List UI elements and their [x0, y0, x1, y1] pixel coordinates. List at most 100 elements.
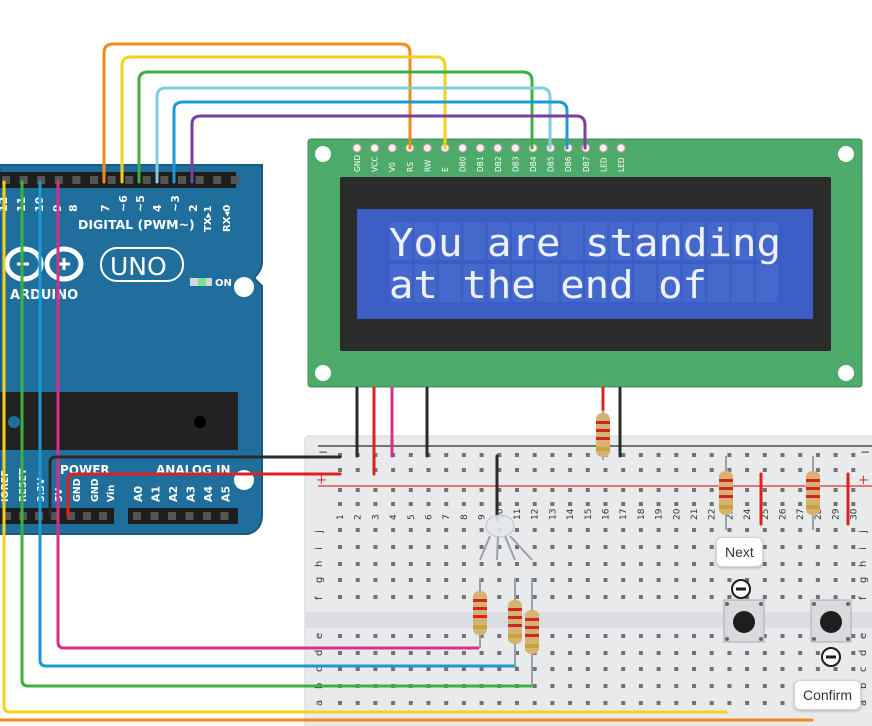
- row-label: g: [314, 577, 325, 583]
- uno-badge: [100, 247, 184, 282]
- breadboard-holes: [338, 453, 856, 705]
- lcd-line-1: You are standing: [389, 221, 781, 265]
- rail-minus-label: −: [318, 445, 328, 459]
- wire-pin11-green[interactable]: [20, 180, 534, 688]
- lcd-pin-label: DB4: [529, 156, 538, 172]
- column-number: 9: [478, 514, 488, 520]
- pushbutton-next[interactable]: [723, 579, 765, 643]
- wire-rs-orange[interactable]: [102, 42, 412, 184]
- column-number: 21: [690, 509, 700, 520]
- column-number: 1: [336, 514, 346, 520]
- analog-pin-label: A1: [150, 486, 163, 502]
- column-number: 27: [796, 509, 806, 520]
- row-label: f: [858, 596, 869, 600]
- analog-pin-label: A0: [132, 485, 145, 502]
- wire-5v-red[interactable]: [66, 472, 342, 518]
- lcd-pin-label: VCC: [371, 156, 380, 172]
- on-led: [198, 278, 206, 286]
- digital-pwm-label: DIGITAL (PWM~): [78, 217, 195, 232]
- digital-pin-number: ~3: [169, 195, 182, 212]
- resistors[interactable]: [473, 410, 820, 686]
- column-number: 3: [371, 514, 381, 520]
- row-label: g: [858, 577, 869, 583]
- column-number: 8: [460, 514, 470, 520]
- resistor-button-next[interactable]: [719, 456, 733, 530]
- resistor-button-confirm[interactable]: [806, 456, 820, 530]
- lcd-pin-label: DB7: [582, 156, 591, 172]
- resistor-rgb-red[interactable]: [473, 578, 487, 648]
- wire-db5-lightblue[interactable]: [155, 86, 552, 184]
- digital-pin-number: 4: [151, 204, 164, 212]
- lcd-pin-label: GND: [353, 155, 362, 172]
- lcd-pin-label: DB2: [494, 156, 503, 172]
- wire-pin10-blue[interactable]: [38, 180, 517, 668]
- lcd-pin-label: DB6: [564, 156, 573, 172]
- lcd-character-cells: [390, 222, 778, 302]
- column-number: 17: [619, 509, 629, 520]
- wire-gnd-black[interactable]: [48, 455, 342, 518]
- row-label: j: [314, 530, 325, 534]
- column-number: 24: [743, 508, 753, 520]
- row-label: j: [858, 530, 869, 534]
- lcd-pin-label: RS: [406, 162, 415, 172]
- wire-e-yellow[interactable]: [120, 55, 447, 184]
- lcd-pin-label: DB0: [459, 156, 468, 172]
- chip-notch: [8, 416, 20, 428]
- row-label: h: [314, 561, 325, 567]
- column-number: 10: [495, 508, 505, 520]
- row-label: i: [858, 547, 869, 550]
- wire-pin9-pink[interactable]: [56, 180, 480, 650]
- pushbutton-confirm[interactable]: [810, 599, 852, 667]
- digital-pin-number: ~6: [117, 195, 130, 212]
- row-label: c: [858, 667, 869, 673]
- rgb-led[interactable]: [479, 514, 533, 561]
- wire-db4-green[interactable]: [137, 70, 534, 184]
- digital-pin-number: 2: [187, 204, 200, 212]
- lcd-mount-hole-tr: [838, 146, 854, 162]
- wire-db6-blue[interactable]: [172, 100, 569, 184]
- digital-pin-sockets: [2, 176, 239, 184]
- analog-pin-label: A5: [220, 486, 233, 502]
- wire-db7-purple[interactable]: [190, 114, 587, 184]
- digital-pin-number: 7: [99, 204, 112, 212]
- power-pin-label: Vin: [106, 485, 117, 502]
- column-number: 19: [655, 508, 665, 520]
- lcd-mount-hole-br: [838, 365, 854, 381]
- row-label: e: [314, 633, 325, 639]
- lcd-mount-hole-tl: [315, 146, 331, 162]
- arduino-brand-label: ARDUINO: [10, 288, 78, 303]
- column-number: 22: [708, 509, 718, 520]
- analog-pin-label: A2: [167, 486, 180, 502]
- column-number: 20: [672, 508, 682, 520]
- center-channel: [305, 612, 872, 628]
- resistor-rgb-blue[interactable]: [525, 578, 539, 686]
- digital-pin-number: 8: [67, 204, 80, 212]
- digital-pin-number: ~5: [134, 195, 147, 212]
- row-label: a: [314, 700, 325, 706]
- column-number: 14: [566, 508, 576, 520]
- resistor-lcd-backlight[interactable]: [596, 410, 610, 460]
- tx-label: TX▸1: [203, 205, 214, 232]
- lcd-pin-label: DB3: [511, 156, 520, 172]
- column-number: 12: [531, 509, 541, 520]
- rx-label: RX◂0: [222, 205, 233, 232]
- column-number: 30: [849, 508, 859, 520]
- wire-pin12-yellow[interactable]: [2, 180, 728, 714]
- power-pin-label: GND: [90, 478, 101, 502]
- row-label: a: [858, 700, 869, 706]
- wires[interactable]: [0, 42, 850, 722]
- mount-hole: [234, 277, 254, 297]
- chip-dot: [194, 416, 206, 428]
- column-number: 11: [513, 509, 523, 520]
- column-number: 28: [814, 508, 824, 520]
- analog-pin-label: A3: [185, 486, 198, 502]
- row-label: c: [314, 667, 325, 673]
- row-label: b: [858, 683, 869, 689]
- lcd-pin-label: LED: [599, 157, 608, 172]
- resistor-rgb-green[interactable]: [508, 578, 522, 666]
